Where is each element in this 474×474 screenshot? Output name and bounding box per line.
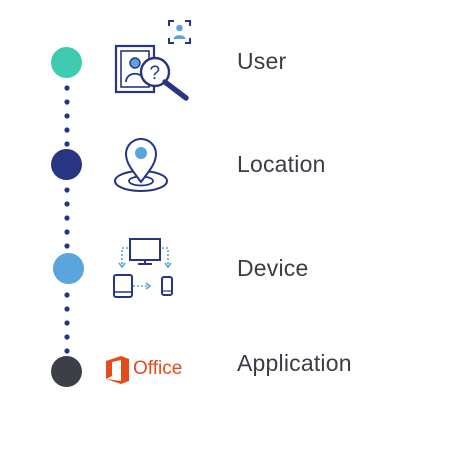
- office-logo-icon: [106, 356, 129, 384]
- device-sync-icon: [113, 238, 173, 298]
- svg-text:?: ?: [150, 63, 161, 84]
- timeline-node-device: [53, 253, 84, 284]
- timeline-node-user: [51, 47, 82, 78]
- office-logo-text: Office: [133, 358, 183, 379]
- timeline-node-application: [51, 356, 82, 387]
- step-label-location: Location: [237, 151, 326, 177]
- timeline-node-location: [51, 149, 82, 180]
- location-pin-icon: [114, 138, 168, 192]
- user-search-icon: ?: [114, 20, 191, 101]
- step-label-user: User: [237, 48, 287, 74]
- step-label-device: Device: [237, 255, 309, 281]
- step-label-application: Application: [237, 350, 352, 376]
